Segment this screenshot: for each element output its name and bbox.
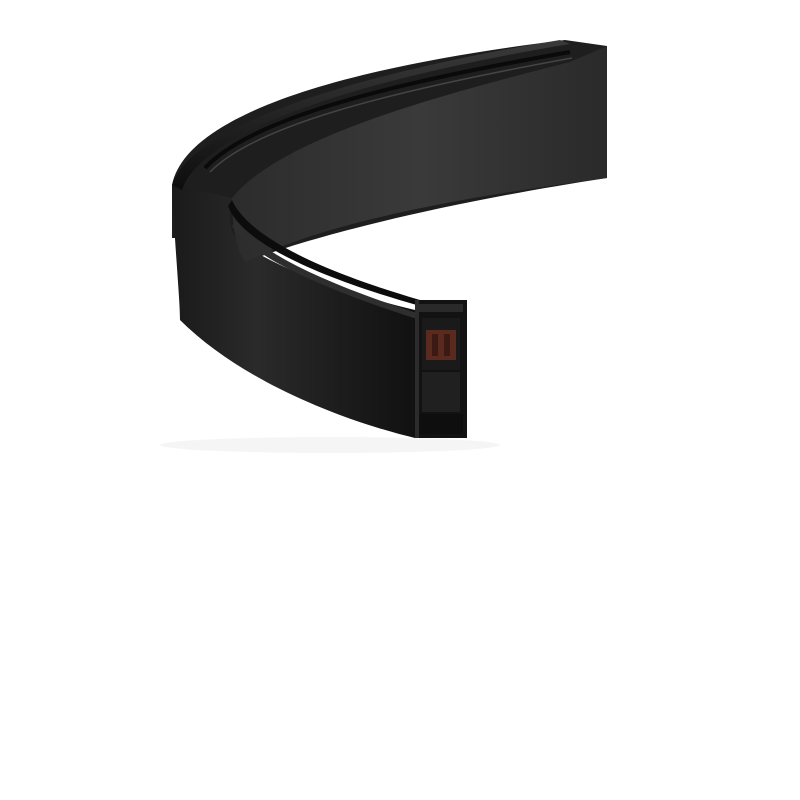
inner-groove-line bbox=[203, 50, 571, 170]
channel-rail-upper bbox=[228, 200, 420, 306]
inner-back-wall bbox=[232, 46, 607, 262]
profile-end-cap bbox=[415, 300, 467, 438]
front-arc-band bbox=[172, 185, 415, 438]
floor-shadow bbox=[160, 437, 500, 453]
channel-rail-lower bbox=[232, 220, 420, 320]
conductor-insert bbox=[426, 330, 456, 360]
inner-groove-highlight bbox=[209, 57, 573, 173]
